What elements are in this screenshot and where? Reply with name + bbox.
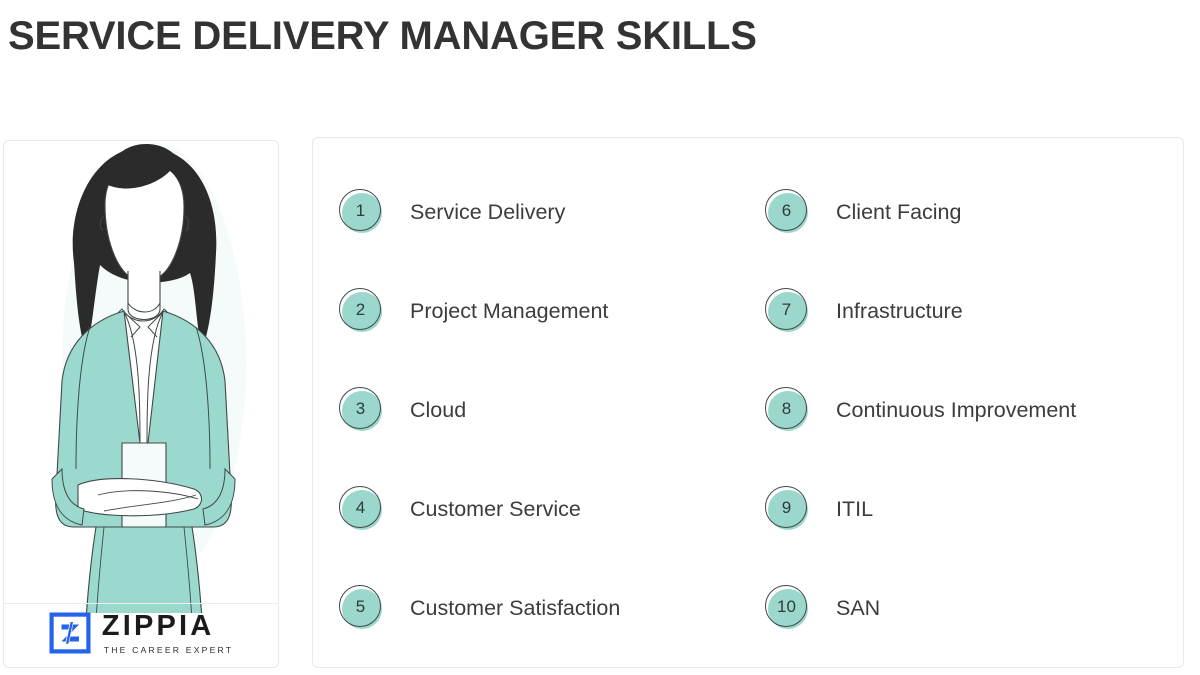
skill-number-badge: 5 xyxy=(339,585,385,631)
skill-label: Infrastructure xyxy=(836,298,963,323)
skill-item-7[interactable]: 7 Infrastructure xyxy=(765,285,963,337)
skill-item-10[interactable]: 10 SAN xyxy=(765,582,880,634)
skills-list: 1 Service Delivery 2 Project Management … xyxy=(313,138,1183,667)
skill-number: 9 xyxy=(781,498,792,517)
skill-number-badge: 6 xyxy=(765,189,811,235)
skill-number-badge: 3 xyxy=(339,387,385,433)
skill-number: 3 xyxy=(355,399,366,418)
skill-item-6[interactable]: 6 Client Facing xyxy=(765,186,961,238)
skill-number: 7 xyxy=(781,300,792,319)
skill-label: Continuous Improvement xyxy=(836,397,1077,422)
skill-label: Service Delivery xyxy=(410,199,566,224)
skill-number: 2 xyxy=(355,300,366,319)
zippia-tagline: THE CAREER EXPERT xyxy=(103,644,234,655)
skill-label: Customer Service xyxy=(410,496,581,521)
skill-number: 1 xyxy=(355,201,366,220)
skill-number: 5 xyxy=(355,597,366,616)
skill-item-9[interactable]: 9 ITIL xyxy=(765,483,873,535)
skill-label: Customer Satisfaction xyxy=(410,595,621,620)
skills-panel: 1 Service Delivery 2 Project Management … xyxy=(312,137,1184,668)
skill-item-2[interactable]: 2 Project Management xyxy=(339,285,608,337)
skill-number-badge: 2 xyxy=(339,288,385,334)
illustration-card: ZIPPIA THE CAREER EXPERT xyxy=(3,140,279,668)
logo-divider xyxy=(4,603,278,604)
skill-number: 4 xyxy=(355,498,366,517)
skill-label: Client Facing xyxy=(836,199,962,224)
zippia-wordmark: ZIPPIA xyxy=(101,609,215,642)
skill-item-5[interactable]: 5 Customer Satisfaction xyxy=(339,582,620,634)
skill-number-badge: 9 xyxy=(765,486,811,532)
zippia-logo-icon xyxy=(49,612,91,654)
skill-number: 10 xyxy=(777,597,796,616)
skill-label: Project Management xyxy=(410,298,609,323)
skill-number-badge: 10 xyxy=(765,585,811,631)
skill-number: 6 xyxy=(781,201,792,220)
skill-label: ITIL xyxy=(836,496,874,521)
skill-item-1[interactable]: 1 Service Delivery xyxy=(339,186,565,238)
business-woman-illustration xyxy=(51,143,246,613)
skill-item-8[interactable]: 8 Continuous Improvement xyxy=(765,384,1076,436)
skill-number-badge: 8 xyxy=(765,387,811,433)
skill-number: 8 xyxy=(781,399,792,418)
skill-number-badge: 4 xyxy=(339,486,385,532)
zippia-logo: ZIPPIA THE CAREER EXPERT xyxy=(4,607,278,659)
skill-number-badge: 7 xyxy=(765,288,811,334)
skill-label: Cloud xyxy=(410,397,467,422)
skill-item-4[interactable]: 4 Customer Service xyxy=(339,483,581,535)
skill-number-badge: 1 xyxy=(339,189,385,235)
skill-item-3[interactable]: 3 Cloud xyxy=(339,384,466,436)
skill-label: SAN xyxy=(836,595,881,620)
page-title: SERVICE DELIVERY MANAGER SKILLS xyxy=(8,14,757,58)
